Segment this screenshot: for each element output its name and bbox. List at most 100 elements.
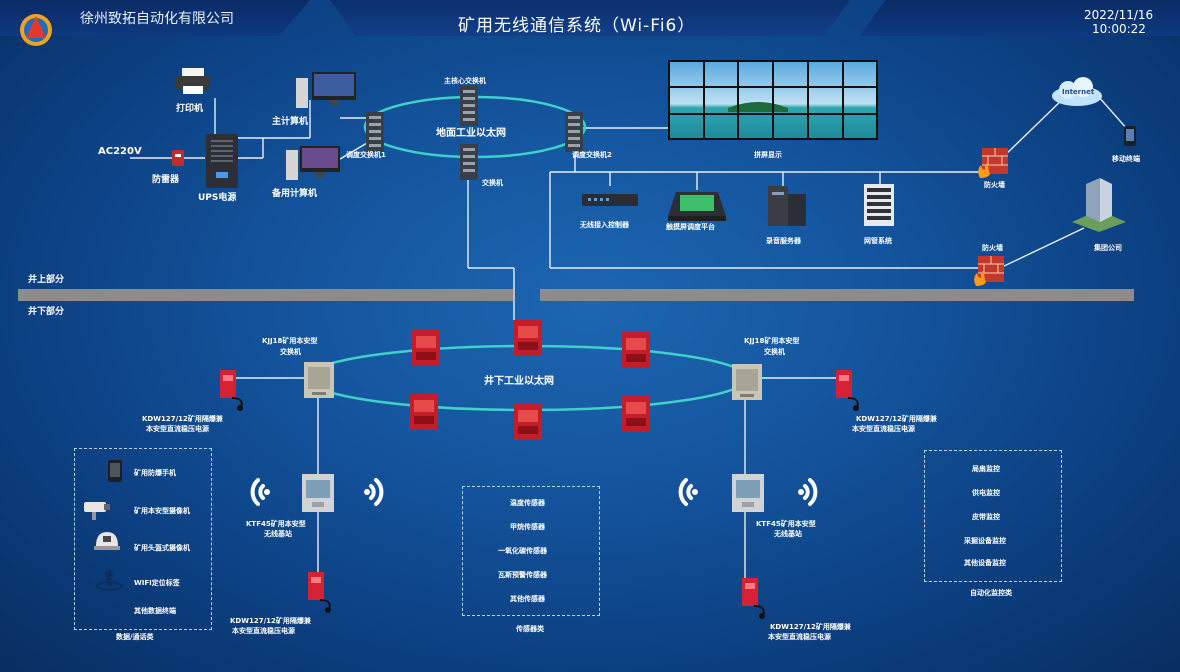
power-supply-bottom-right-icon bbox=[742, 578, 765, 619]
main-computer-label: 主计算机 bbox=[272, 117, 309, 127]
dispatch-switch-1-label: 调度交换机1 bbox=[346, 151, 386, 159]
helmet-camera-icon bbox=[94, 532, 120, 550]
base-station-left-label-line1: KTF45矿用本安型 bbox=[246, 520, 306, 528]
power-left-label-line1: KDW127/12矿用隔爆兼 bbox=[142, 415, 223, 423]
data-item-0: 矿用防爆手机 bbox=[134, 469, 176, 477]
internet-cloud-icon bbox=[1052, 77, 1102, 106]
switch-right-icon bbox=[732, 364, 762, 400]
base-station-left-icon bbox=[302, 474, 334, 512]
sensor-item-4: 其他传感器 bbox=[510, 595, 545, 603]
firewall-1-icon bbox=[978, 148, 1008, 178]
automation-item-4: 其他设备监控 bbox=[964, 559, 1006, 567]
ground-network-label: 地面工业以太网 bbox=[436, 128, 506, 139]
data-item-2: 矿用头盔式摄像机 bbox=[134, 544, 190, 552]
dispatch-switch-2-label: 调度交换机2 bbox=[572, 151, 612, 159]
recording-server-label: 录音服务器 bbox=[766, 237, 801, 245]
group-company-label: 集团公司 bbox=[1094, 244, 1122, 252]
main-computer-icon bbox=[296, 72, 356, 108]
underground-network-label: 井下工业以太网 bbox=[484, 376, 554, 387]
company-name: 徐州致拓自动化有限公司 bbox=[80, 11, 234, 27]
power-bottom-right-label-line2: 本安型直流稳压电源 bbox=[768, 633, 831, 641]
firewall-2-label: 防火墙 bbox=[982, 244, 1003, 252]
mobile-terminal-icon bbox=[1124, 126, 1136, 146]
automation-item-2: 皮带监控 bbox=[972, 513, 1000, 521]
automation-item-1: 供电监控 bbox=[972, 489, 1000, 497]
power-bottom-left-label-line2: 本安型直流稳压电源 bbox=[232, 627, 295, 635]
sensors-title: 传感器类 bbox=[516, 625, 544, 633]
printer-icon bbox=[176, 68, 210, 94]
core-switch-label: 主核心交换机 bbox=[444, 77, 486, 85]
wifi-signal-right-of-left-station-icon bbox=[364, 478, 384, 506]
ups-icon bbox=[206, 134, 238, 188]
header-center-band bbox=[330, 0, 850, 36]
sensor-item-1: 甲烷传感器 bbox=[510, 523, 545, 531]
surge-protector-icon bbox=[172, 150, 184, 166]
wifi-signal-right-icon bbox=[798, 478, 818, 506]
ups-label: UPS电源 bbox=[198, 193, 237, 203]
backup-computer-icon bbox=[286, 146, 340, 180]
ring-node-upper-left bbox=[412, 330, 440, 366]
power-bottom-left-label-line1: KDW127/12矿用隔爆兼 bbox=[230, 617, 311, 625]
wireless-controller-icon bbox=[582, 194, 638, 206]
firewall-2-icon bbox=[974, 256, 1004, 286]
base-station-right-label-line1: KTF45矿用本安型 bbox=[756, 520, 816, 528]
above-ground-label: 井上部分 bbox=[28, 275, 65, 285]
core-switch-icon bbox=[460, 86, 478, 126]
ring-node-lower-left bbox=[410, 394, 438, 430]
time-readout: 10:00:22 bbox=[1092, 22, 1146, 36]
automation-box bbox=[924, 450, 1062, 582]
ring-node-lower-right bbox=[622, 396, 650, 432]
automation-item-0: 局扇监控 bbox=[972, 465, 1000, 473]
base-station-right-icon bbox=[732, 474, 764, 512]
dispatch-switch-2-icon bbox=[565, 112, 583, 152]
wifi-signal-left-icon bbox=[250, 478, 270, 506]
header-right-band bbox=[860, 0, 1180, 36]
sensor-item-2: 一氧化碳传感器 bbox=[498, 547, 547, 555]
firewall-1-label: 防火墙 bbox=[984, 181, 1005, 189]
power-right-label-line1: KDW127/12矿用隔爆兼 bbox=[856, 415, 937, 423]
wifi-signal-left-of-right-station-icon bbox=[678, 478, 698, 506]
backup-computer-label: 备用计算机 bbox=[272, 189, 318, 199]
sensors-box bbox=[462, 486, 600, 616]
recording-server-icon bbox=[768, 186, 806, 226]
wifi-tag-icon bbox=[96, 570, 122, 591]
switch-left-icon bbox=[304, 362, 334, 398]
data-item-3: WIFI定位标签 bbox=[134, 579, 180, 587]
power-left-label-line2: 本安型直流稳压电源 bbox=[146, 425, 209, 433]
intrinsic-camera-icon bbox=[84, 502, 110, 520]
switch-right-label-line1: KJJ18矿用本安型 bbox=[744, 337, 800, 345]
switch-right-label-line2: 交换机 bbox=[764, 348, 785, 356]
below-ground-label: 井下部分 bbox=[28, 307, 65, 317]
ring-node-upper-right bbox=[622, 332, 650, 368]
base-station-right-label-line2: 无线基站 bbox=[774, 530, 802, 538]
wireless-controller-label: 无线接入控制器 bbox=[580, 221, 629, 229]
power-right-label-line2: 本安型直流稳压电源 bbox=[852, 425, 915, 433]
network-mgmt-label: 网管系统 bbox=[864, 237, 892, 245]
touch-platform-label: 触摸屏调度平台 bbox=[666, 223, 715, 231]
ac-power-label: AC220V bbox=[98, 146, 142, 157]
ring-node-bottom-center bbox=[514, 404, 542, 440]
data-item-4: 其他数据终端 bbox=[134, 607, 176, 615]
power-supply-bottom-left-icon bbox=[308, 572, 331, 613]
touch-platform-icon bbox=[668, 192, 726, 221]
network-mgmt-icon bbox=[864, 184, 894, 226]
base-station-left-label-line2: 无线基站 bbox=[264, 530, 292, 538]
internet-label: Internet bbox=[1062, 88, 1095, 96]
surge-protector-label: 防雷器 bbox=[152, 175, 180, 185]
switch-left-label-line1: KJJ18矿用本安型 bbox=[262, 337, 318, 345]
group-company-icon bbox=[1072, 178, 1126, 232]
data-terminals-box bbox=[74, 448, 212, 630]
company-logo-icon bbox=[20, 14, 52, 46]
power-supply-left-icon bbox=[220, 370, 243, 411]
data-item-1: 矿用本安型摄像机 bbox=[134, 507, 190, 515]
video-wall-label: 拼屏显示 bbox=[754, 151, 782, 159]
power-bottom-right-label-line1: KDW127/12矿用隔爆兼 bbox=[770, 623, 851, 631]
switch-icon bbox=[460, 144, 478, 180]
printer-label: 打印机 bbox=[176, 104, 204, 114]
mobile-terminal-label: 移动终端 bbox=[1112, 155, 1140, 163]
sensor-item-0: 温度传感器 bbox=[510, 499, 545, 507]
automation-item-3: 采掘设备监控 bbox=[964, 537, 1006, 545]
switch-left-label-line2: 交换机 bbox=[280, 348, 301, 356]
